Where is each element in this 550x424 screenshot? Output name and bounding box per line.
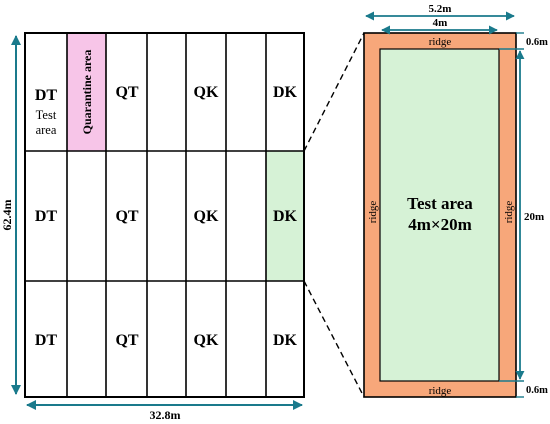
row1-dk-label: DK [273, 84, 298, 101]
quarantine-area-cell [67, 33, 106, 151]
row2-qt-label: QT [115, 208, 138, 225]
zoom-line-bottom [303, 280, 365, 398]
test-area-size: 4m×20m [408, 215, 472, 234]
ridge-left-label: ridge [367, 201, 379, 224]
row2-dk-label: DK [273, 208, 298, 225]
outer-width-label: 5.2m [429, 3, 452, 15]
row3-qt-label: QT [115, 332, 138, 349]
inner-width-label: 4m [433, 17, 448, 29]
row1-qt-label: QT [115, 84, 138, 101]
row1-test-label-line2: area [36, 123, 57, 137]
ridge-right-label: ridge [503, 201, 515, 224]
row2-qk-label: QK [194, 208, 219, 225]
plot-detail: ridge ridge ridge ridge Test area 4m×20m… [363, 3, 548, 398]
quarantine-area-label: Quarantine area [80, 50, 94, 135]
field-grid-lines [25, 33, 304, 397]
field-height-label: 62.4m [0, 200, 14, 231]
test-area-plot [379, 48, 500, 382]
row1-dt-label: DT [35, 87, 58, 104]
ridge-top-width-label: 0.6m [526, 37, 548, 48]
ridge-top-label: ridge [429, 36, 452, 48]
row3-dt-label: DT [35, 332, 58, 349]
row1-qk-label: QK [194, 84, 219, 101]
row2-dt-label: DT [35, 208, 58, 225]
highlighted-test-plot [266, 151, 304, 281]
ridge-bottom-label: ridge [429, 385, 452, 397]
field-layout: DT Test area Quarantine area QT QK DK DT… [0, 32, 305, 422]
zoom-line-top [303, 32, 365, 152]
field-width-label: 32.8m [150, 408, 181, 422]
row3-dk-label: DK [273, 332, 298, 349]
length-label: 20m [524, 211, 544, 223]
row1-test-label-line1: Test [36, 108, 57, 122]
ridge-bottom-width-label: 0.6m [526, 385, 548, 396]
row3-qk-label: QK [194, 332, 219, 349]
test-area-title: Test area [407, 194, 473, 213]
field-border [24, 32, 305, 398]
